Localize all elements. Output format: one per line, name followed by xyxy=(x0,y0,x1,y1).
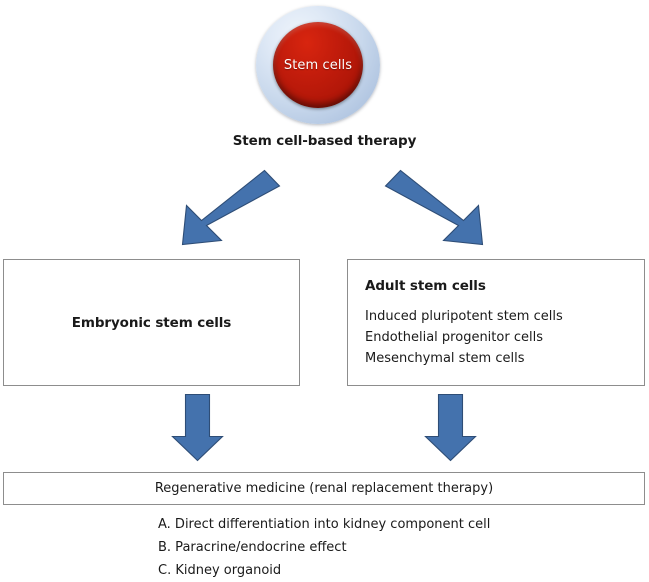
arrow-adult-to-outcome-icon xyxy=(424,393,477,462)
regenerative-medicine-box: Regenerative medicine (renal replacement… xyxy=(3,472,645,505)
list-item: Endothelial progenitor cells xyxy=(365,330,543,345)
list-item: Induced pluripotent stem cells xyxy=(365,309,563,324)
arrow-root-to-embryonic-icon xyxy=(181,169,281,246)
adult-stem-cells-title: Adult stem cells xyxy=(365,278,486,294)
arrow-embryonic-to-outcome-icon xyxy=(171,393,224,462)
embryonic-stem-cells-title: Embryonic stem cells xyxy=(71,314,232,331)
stem-cell-node: Stem cells xyxy=(256,6,380,124)
stem-cell-node-label: Stem cells xyxy=(283,57,353,73)
cell-nucleus: Stem cells xyxy=(273,22,363,108)
adult-stem-cells-box: Adult stem cells Induced pluripotent ste… xyxy=(347,259,645,386)
diagram-title: Stem cell-based therapy xyxy=(232,133,417,149)
arrow-root-to-adult-icon xyxy=(384,169,484,246)
list-item: C. Kidney organoid xyxy=(158,563,282,578)
list-item: Mesenchymal stem cells xyxy=(365,351,525,366)
regenerative-medicine-title: Regenerative medicine (renal replacement… xyxy=(154,481,494,496)
embryonic-stem-cells-box: Embryonic stem cells xyxy=(3,259,300,386)
list-item: B. Paracrine/endocrine effect xyxy=(158,540,347,555)
adult-stem-cells-list: Induced pluripotent stem cells Endotheli… xyxy=(365,306,644,369)
list-item: A. Direct differentiation into kidney co… xyxy=(158,517,491,532)
regenerative-medicine-outcome-list: A. Direct differentiation into kidney co… xyxy=(158,513,490,582)
